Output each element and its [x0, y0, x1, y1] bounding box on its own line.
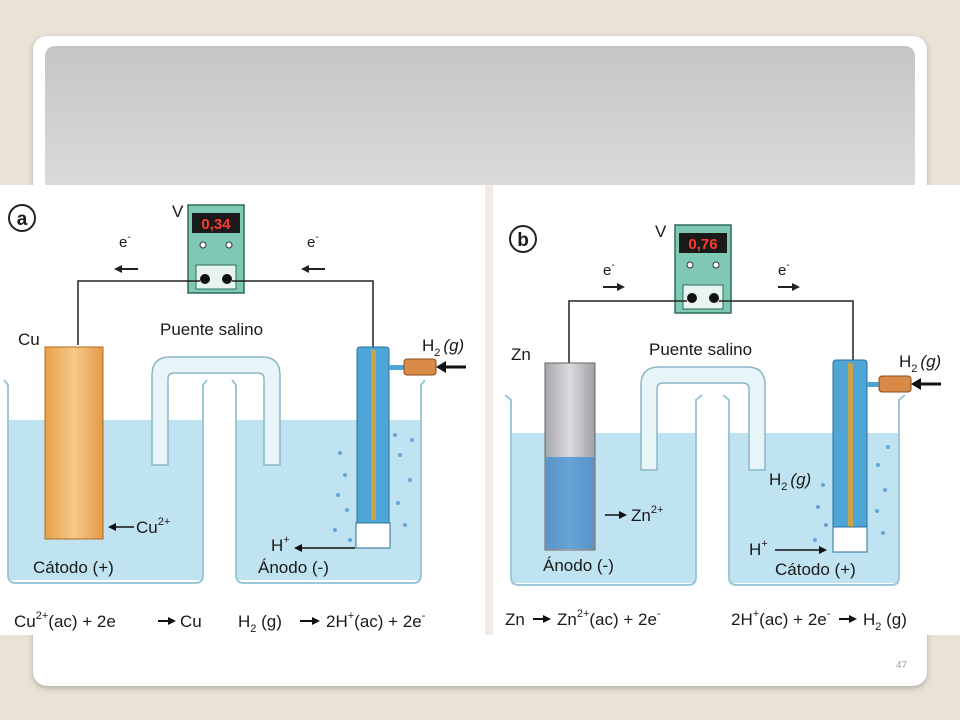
equation-arrow-head-anode-a: [312, 617, 320, 625]
voltmeter-a: 0,34: [187, 204, 245, 294]
salt-bridge-label-a: Puente salino: [160, 320, 263, 339]
slide-title-area: [45, 46, 915, 196]
electron-arrow-right-head-a: [301, 265, 309, 273]
electron-arrow-right-head-b: [792, 283, 800, 291]
equation-arrow-head-cathode-b: [849, 615, 857, 623]
equation-anode-a: H2 (g): [238, 612, 282, 635]
electron-label-right-a: e-: [307, 232, 319, 251]
equation-cathode-a: Cu2+(ac) + 2e: [14, 610, 116, 631]
zn-ion-label: Zn2+: [631, 504, 663, 525]
cu-ion-arrow-head: [108, 523, 116, 531]
electron-label-right-b: e-: [778, 260, 790, 279]
beaker-right-a: [231, 379, 426, 584]
equation-anode-b: Zn: [505, 610, 525, 629]
equation-arrow-head-cathode-a: [168, 617, 176, 625]
electron-label-left-b: e-: [603, 260, 615, 279]
h2-inner-label-b: H2(g): [769, 470, 811, 493]
page-number: 47: [896, 660, 908, 671]
h2-input-arrow-head-a: [436, 361, 446, 373]
salt-bridge-b: [640, 366, 766, 471]
wire-left-a: [77, 280, 200, 345]
h-ion-label-a: H+: [271, 534, 290, 555]
salt-bridge-label-b: Puente salino: [649, 340, 752, 359]
panel-b-label-circle: [509, 225, 537, 253]
wire-right-b: [719, 300, 854, 363]
h2-gas-label-b: H2(g): [899, 352, 941, 375]
voltage-display-a: 0,34: [201, 216, 231, 233]
h-ion-arrow-head-a: [294, 544, 302, 552]
panel-separator: [485, 185, 493, 635]
panel-a-copper-hydrogen-cell: a 0,34 V e- e- Cu Puente salino: [0, 185, 485, 635]
electrode-label-cu: Cu: [18, 330, 40, 349]
electron-arrow-left-head-a: [114, 265, 122, 273]
h2-input-arrow-head-b: [911, 378, 921, 390]
equation-cathode-product-a: Cu: [180, 612, 202, 631]
beaker-left-a: [3, 379, 208, 584]
electron-arrow-left-head-b: [617, 283, 625, 291]
wire-left-b: [568, 300, 687, 363]
hydrogen-bubbles-b: [813, 445, 890, 542]
voltmeter-b: 0,76: [674, 224, 732, 314]
salt-bridge-a: [151, 356, 281, 466]
hydrogen-electrode-a: [355, 346, 437, 549]
equation-cathode-b: 2H+(ac) + 2e-: [731, 608, 831, 629]
beaker-left-b: [504, 394, 703, 586]
voltmeter-symbol-a: V: [172, 202, 184, 221]
electron-label-left-a: e-: [119, 232, 131, 251]
cu-ion-label: Cu2+: [136, 516, 170, 537]
h2-gas-label-a: H2(g): [422, 336, 464, 359]
copper-electrode: [44, 346, 104, 540]
equation-cathode-product-b: H2 (g): [863, 610, 907, 633]
electrode-label-zn: Zn: [511, 345, 531, 364]
equation-arrow-head-anode-b: [543, 615, 551, 623]
hydrogen-bubbles-a: [333, 433, 414, 542]
h-ion-arrow-head-b: [819, 546, 827, 554]
zn-ion-arrow-head: [619, 511, 627, 519]
hydrogen-electrode-b: [832, 359, 912, 553]
cathode-label-b: Cátodo (+): [775, 560, 856, 579]
voltmeter-symbol-b: V: [655, 222, 667, 241]
anode-label-a: Ánodo (-): [258, 558, 329, 577]
equation-anode-product-b: Zn2+(ac) + 2e-: [557, 608, 661, 629]
cathode-label-a: Cátodo (+): [33, 558, 114, 577]
panel-b-zinc-hydrogen-cell: b 0,76 V e- e- Zn Puente salino H2(g): [493, 185, 960, 635]
panel-a-label-circle: [8, 204, 36, 232]
equation-anode-product-a: 2H+(ac) + 2e-: [326, 610, 426, 631]
panel-a-label: a: [17, 209, 28, 230]
panel-b-label: b: [517, 230, 529, 251]
voltage-display-b: 0,76: [688, 236, 717, 253]
wire-right-a: [232, 280, 374, 350]
zinc-electrode-submerged: [546, 457, 594, 549]
anode-label-b: Ánodo (-): [543, 556, 614, 575]
h-ion-label-b: H+: [749, 538, 768, 559]
